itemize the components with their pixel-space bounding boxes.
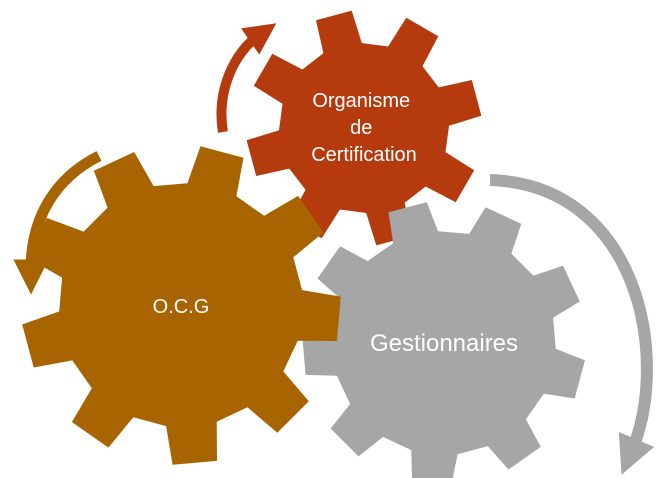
ocg-gear-label: O.C.G <box>153 296 210 318</box>
organisme-gear-label: Organisme de Certification <box>311 90 417 166</box>
gestionnaires-gear-shape <box>302 202 585 478</box>
organisme-label-line-2: de <box>350 117 372 139</box>
ocg-gear-shape <box>22 146 341 465</box>
gestionnaires-rotation-arrow <box>489 174 655 475</box>
organisme-label-line-3: Certification <box>311 144 417 166</box>
ocg-label-line-1: O.C.G <box>153 296 210 318</box>
gestionnaires-gear: Gestionnaires <box>302 202 585 478</box>
organisme-rotation-arrow <box>216 23 277 133</box>
organisme-gear-shape <box>246 10 482 246</box>
organisme-gear: Organisme de Certification <box>246 10 482 246</box>
gestionnaires-gear-label: Gestionnaires <box>370 330 518 357</box>
organisme-label-line-1: Organisme <box>312 90 410 112</box>
gestionnaires-label-line-1: Gestionnaires <box>370 330 518 357</box>
ocg-gear: O.C.G <box>22 146 341 465</box>
